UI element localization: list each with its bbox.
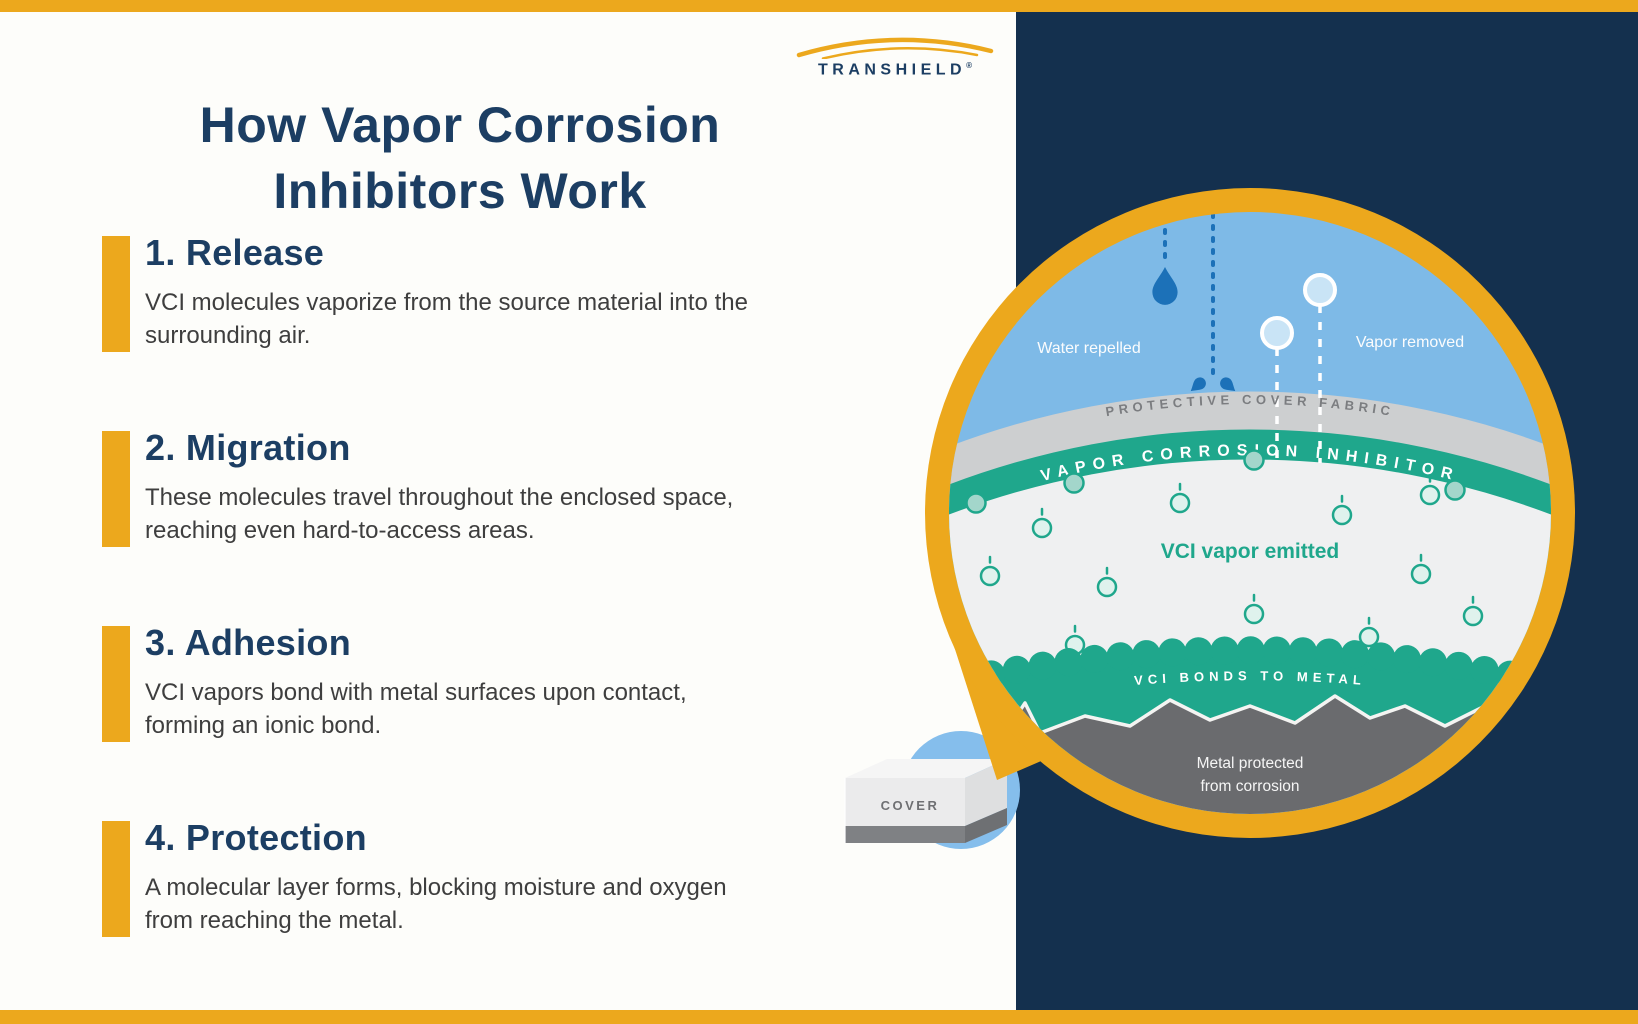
step-title: 4. Protection: [145, 817, 367, 858]
vci-diagram: COVER Water repelled Vapor removed: [844, 188, 1575, 849]
step-description: These molecules travel throughout the en…: [145, 483, 734, 544]
metal-protected-label-line2: from corrosion: [1200, 778, 1299, 795]
metal-protected-label-line1: Metal protected: [1197, 755, 1304, 772]
water-repelled-label: Water repelled: [1037, 340, 1140, 357]
step-title: 3. Adhesion: [145, 622, 351, 663]
vci-band-bubbles: [965, 449, 1466, 514]
step-accent-bar: [102, 821, 130, 937]
vapor-removed-label: Vapor removed: [1356, 334, 1464, 351]
logo-name: TRANSHIELD: [817, 61, 967, 79]
top-accent-bar: [0, 0, 1638, 12]
step-title: 1. Release: [145, 232, 325, 273]
step-migration: 2. Migration These molecules travel thro…: [102, 428, 762, 547]
step-protection: 4. Protection A molecular layer forms, b…: [102, 818, 762, 937]
vci-vapor-emitted-label: VCI vapor emitted: [1161, 540, 1340, 563]
page-title: How Vapor Corrosion Inhibitors Work: [60, 92, 860, 224]
transhield-logo: TRANSHIELD®: [795, 33, 995, 79]
logo-arcs-icon: [796, 37, 994, 59]
step-description: A molecular layer forms, blocking moistu…: [145, 873, 727, 934]
logo-wordmark: TRANSHIELD®: [795, 61, 995, 79]
metal-surface-highlight: [949, 694, 1551, 735]
step-title: 2. Migration: [145, 427, 351, 468]
svg-text:VCI BONDS TO METAL: VCI BONDS TO METAL: [1134, 668, 1367, 688]
step-description: VCI molecules vaporize from the source m…: [145, 288, 748, 349]
cover-box-icon: COVER: [844, 759, 1007, 843]
step-description: VCI vapors bond with metal surfaces upon…: [145, 678, 687, 739]
page-title-line1: How Vapor Corrosion: [199, 96, 721, 153]
registered-mark: ®: [966, 61, 972, 70]
vapor-bubble-icon: [1260, 316, 1294, 350]
step-adhesion: 3. Adhesion VCI vapors bond with metal s…: [102, 623, 762, 742]
bonds-band-label: VCI BONDS TO METAL: [1134, 668, 1362, 688]
vapor-bubble-icon: [1303, 273, 1337, 307]
vci-bond-band-bumps: [949, 636, 1551, 699]
bottom-accent-bar: [0, 1010, 1638, 1024]
cover-label: COVER: [881, 798, 940, 813]
page-title-line2: Inhibitors Work: [273, 162, 647, 219]
step-accent-bar: [102, 626, 130, 742]
step-release: 1. Release VCI molecules vaporize from t…: [102, 233, 762, 352]
step-accent-bar: [102, 236, 130, 352]
step-accent-bar: [102, 431, 130, 547]
